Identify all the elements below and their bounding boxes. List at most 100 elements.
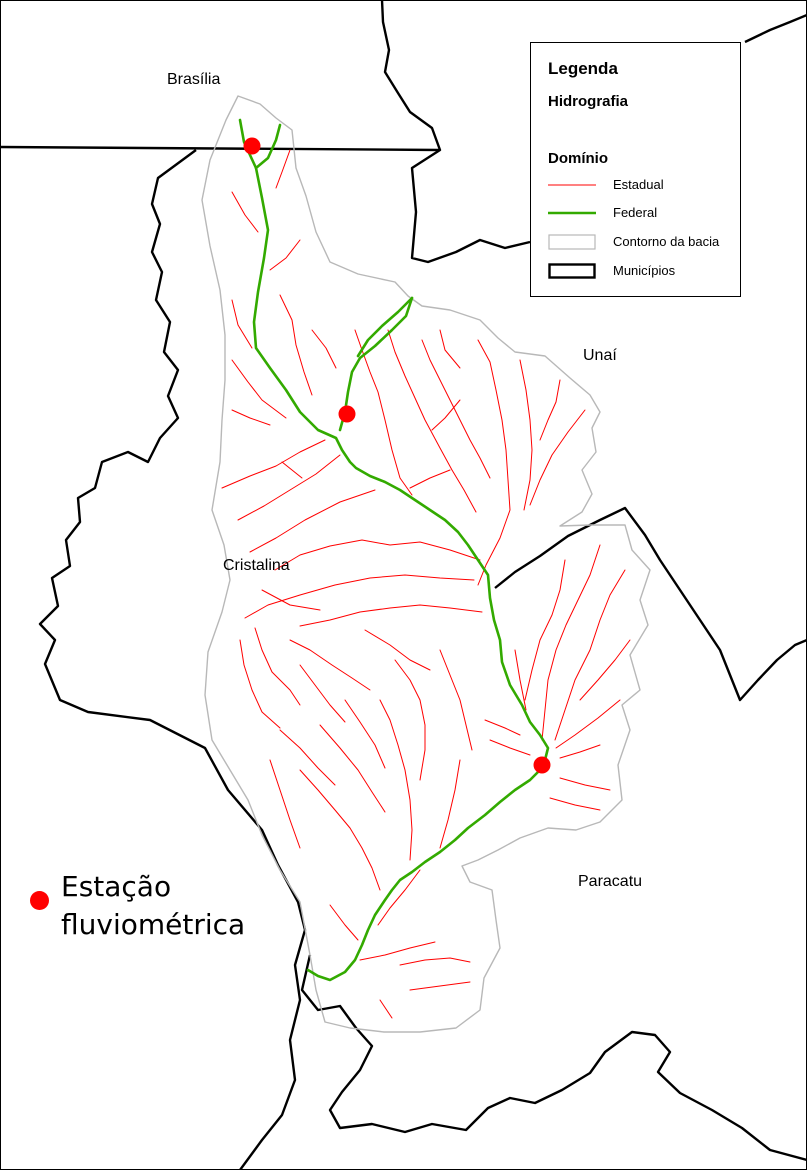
- station-marker[interactable]: [338, 405, 356, 423]
- river-estadual: [539, 379, 561, 441]
- river-estadual: [329, 904, 359, 941]
- legend-label: Municípios: [613, 263, 676, 278]
- river-estadual: [221, 439, 326, 489]
- river-federal-upper-left: [254, 123, 282, 170]
- river-estadual: [299, 664, 346, 723]
- federal-rivers: [238, 118, 550, 982]
- border-western: [38, 149, 307, 1170]
- river-estadual: [579, 639, 631, 701]
- river-estadual: [559, 777, 611, 791]
- river-federal-upper-right: [338, 296, 414, 432]
- station-marker[interactable]: [243, 137, 261, 155]
- border-brasilia-east: [380, 0, 531, 264]
- station-note-line2: fluviométrica: [61, 908, 246, 941]
- city-label-unai: Unaí: [583, 347, 617, 364]
- river-estadual: [299, 604, 483, 627]
- station-marker[interactable]: [533, 756, 551, 774]
- river-estadual: [439, 329, 461, 369]
- legend-group-title: Domínio: [548, 150, 608, 167]
- border-unai-paracatu: [494, 506, 807, 702]
- river-estadual: [244, 574, 475, 619]
- river-estadual: [231, 409, 271, 426]
- river-estadual: [354, 329, 413, 496]
- river-estadual: [344, 699, 386, 769]
- river-estadual: [431, 399, 461, 431]
- legend-item-federal: Federal: [548, 203, 738, 223]
- city-label-paracatu: Paracatu: [578, 873, 643, 890]
- river-estadual: [399, 957, 471, 966]
- legend-label: Contorno da bacia: [613, 234, 720, 249]
- river-estadual: [387, 329, 477, 513]
- legend-label: Federal: [613, 205, 658, 220]
- legend-symbol-estadual: [548, 184, 596, 186]
- river-estadual: [231, 359, 287, 419]
- border-southern: [300, 954, 807, 1162]
- border-top-right: [744, 13, 807, 44]
- river-estadual: [377, 869, 421, 926]
- river-estadual: [279, 729, 336, 786]
- basin-outline: [201, 95, 651, 1033]
- legend-symbol-contorno: [548, 234, 596, 250]
- city-label-cristalina: Cristalina: [223, 557, 290, 574]
- legend-title: Legenda: [548, 59, 618, 78]
- river-estadual: [275, 149, 291, 189]
- river-estadual: [524, 559, 566, 701]
- river-estadual: [409, 469, 451, 489]
- river-estadual: [279, 294, 313, 396]
- river-estadual: [519, 359, 533, 511]
- river-estadual: [299, 769, 381, 891]
- border-brasilia-south: [0, 145, 441, 152]
- river-estadual: [541, 544, 601, 741]
- river-estadual: [237, 454, 341, 521]
- river-estadual: [249, 489, 376, 553]
- state-rivers: [221, 149, 631, 1019]
- river-estadual: [477, 339, 511, 586]
- river-estadual: [484, 719, 521, 736]
- city-label-brasilia: Brasília: [167, 71, 221, 88]
- legend-item-municipios: Municípios: [548, 261, 738, 281]
- map-legend: Legenda Hidrografia Domínio Estadual Fed…: [530, 42, 741, 297]
- legend-symbol-federal: [548, 211, 596, 215]
- legend-label: Estadual: [613, 177, 664, 192]
- river-estadual: [439, 649, 473, 751]
- river-estadual: [359, 941, 436, 961]
- river-estadual: [555, 699, 621, 749]
- river-estadual: [281, 461, 303, 479]
- river-estadual: [364, 629, 431, 671]
- river-estadual: [319, 724, 386, 813]
- river-estadual: [239, 639, 281, 729]
- river-estadual: [489, 739, 531, 756]
- river-estadual: [254, 627, 301, 706]
- river-estadual: [439, 759, 461, 849]
- river-estadual: [261, 589, 321, 611]
- river-estadual: [269, 239, 301, 271]
- river-estadual: [514, 649, 527, 711]
- river-estadual: [394, 659, 426, 781]
- river-estadual: [311, 329, 337, 369]
- river-estadual: [231, 299, 253, 349]
- river-estadual: [379, 999, 393, 1019]
- legend-item-estadual: Estadual: [548, 175, 738, 195]
- river-estadual: [231, 191, 259, 233]
- river-estadual: [289, 639, 371, 691]
- river-estadual: [409, 981, 471, 991]
- river-estadual: [554, 569, 626, 741]
- station-note-text: Estação fluviométrica: [61, 868, 245, 944]
- station-note-dot: [30, 891, 49, 910]
- river-estadual: [274, 539, 481, 571]
- river-estadual: [379, 699, 413, 861]
- legend-subtitle: Hidrografia: [548, 93, 629, 110]
- legend-symbol-municipios: [548, 263, 596, 279]
- river-estadual: [559, 744, 601, 759]
- river-federal-main: [238, 118, 550, 982]
- river-estadual: [269, 759, 301, 849]
- river-estadual: [421, 339, 491, 479]
- river-estadual: [549, 797, 601, 811]
- river-estadual: [529, 409, 586, 506]
- station-note-line1: Estação: [61, 870, 172, 903]
- legend-item-contorno: Contorno da bacia: [548, 232, 738, 252]
- river-federal-ne: [356, 296, 414, 358]
- stations: [243, 137, 551, 774]
